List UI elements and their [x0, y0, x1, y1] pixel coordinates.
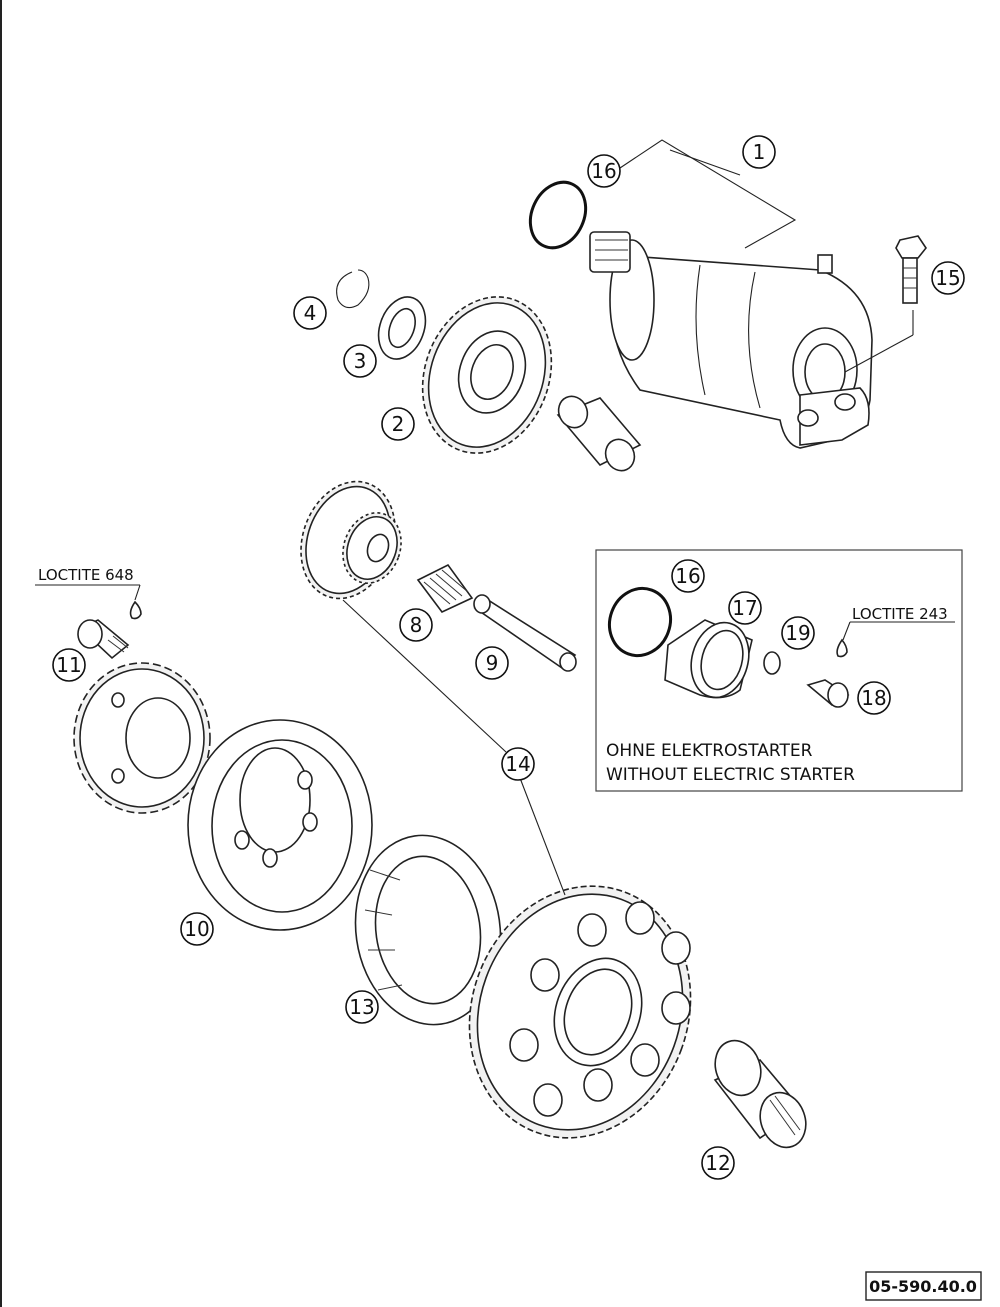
- inset-text-en: WITHOUT ELECTRIC STARTER: [606, 765, 855, 785]
- callout-9: 9: [475, 646, 509, 680]
- loctite-drop-648: [129, 600, 142, 620]
- screw-18: [806, 679, 850, 708]
- inset-text-de: OHNE ELEKTROSTARTER: [606, 741, 813, 761]
- callout-16-top: 16: [587, 154, 621, 188]
- svg-text:05-590.40.0: 05-590.40.0: [869, 1277, 977, 1296]
- needle-bearing-12: [713, 1039, 807, 1149]
- svg-text:4: 4: [304, 301, 317, 325]
- washer-3: [377, 296, 427, 360]
- callout-3: 3: [343, 344, 377, 378]
- callout-8: 8: [399, 608, 433, 642]
- circlip-4: [336, 269, 370, 309]
- o-ring-16-top: [528, 180, 588, 250]
- bolt-15: [895, 235, 927, 304]
- drawing-reference-box: 05-590.40.0: [865, 1271, 982, 1301]
- o-ring-16-inset: [608, 586, 672, 658]
- needle-bearing-8: [416, 563, 474, 613]
- svg-text:13: 13: [349, 995, 374, 1019]
- svg-text:19: 19: [785, 621, 810, 645]
- svg-text:11: 11: [56, 653, 81, 677]
- callout-4: 4: [293, 296, 327, 330]
- svg-text:9: 9: [486, 651, 499, 675]
- callout-14: 14: [501, 747, 535, 781]
- svg-text:2: 2: [392, 412, 405, 436]
- svg-text:14: 14: [505, 752, 530, 776]
- callout-10: 10: [180, 912, 214, 946]
- plug-17: [664, 619, 753, 699]
- intermediate-gear-2: [421, 296, 553, 454]
- callout-13: 13: [345, 990, 379, 1024]
- svg-text:10: 10: [184, 917, 209, 941]
- loctite-648-label: LOCTITE 648: [38, 566, 134, 584]
- callout-12: 12: [701, 1146, 735, 1180]
- svg-text:17: 17: [732, 596, 757, 620]
- freewheel-ring-13: [354, 834, 502, 1026]
- callout-1: 1: [742, 135, 776, 169]
- svg-text:16: 16: [591, 159, 616, 183]
- callout-2: 2: [381, 407, 415, 441]
- primary-gear: [73, 662, 211, 814]
- starter-motor: [589, 231, 873, 449]
- svg-text:16: 16: [675, 564, 700, 588]
- starter-gear-14: [468, 885, 692, 1139]
- compound-gear-14: [300, 480, 402, 600]
- callout-11: 11: [52, 648, 86, 682]
- inset-box-without-electric-starter: LOCTITE 243 16 17 19 18 OHNE ELEKTROSTAR…: [595, 549, 963, 792]
- callout-17: 17: [728, 591, 762, 625]
- callout-16-inset: 16: [671, 559, 705, 593]
- leader-lines: [35, 139, 914, 896]
- washer-19: [763, 651, 781, 675]
- svg-text:18: 18: [861, 686, 886, 710]
- screw-11: [77, 619, 130, 660]
- svg-text:8: 8: [410, 613, 423, 637]
- callout-18: 18: [857, 681, 891, 715]
- svg-text:3: 3: [354, 349, 367, 373]
- shaft-9: [473, 594, 577, 672]
- svg-text:1: 1: [753, 140, 766, 164]
- loctite-243-label: LOCTITE 243: [852, 605, 948, 623]
- sleeve-bushing: [556, 395, 642, 472]
- svg-text:12: 12: [705, 1151, 730, 1175]
- loctite-drop-243: [836, 638, 848, 658]
- callout-15: 15: [931, 261, 965, 295]
- flywheel-housing-10: [187, 719, 373, 931]
- svg-text:15: 15: [935, 266, 960, 290]
- callout-19: 19: [781, 616, 815, 650]
